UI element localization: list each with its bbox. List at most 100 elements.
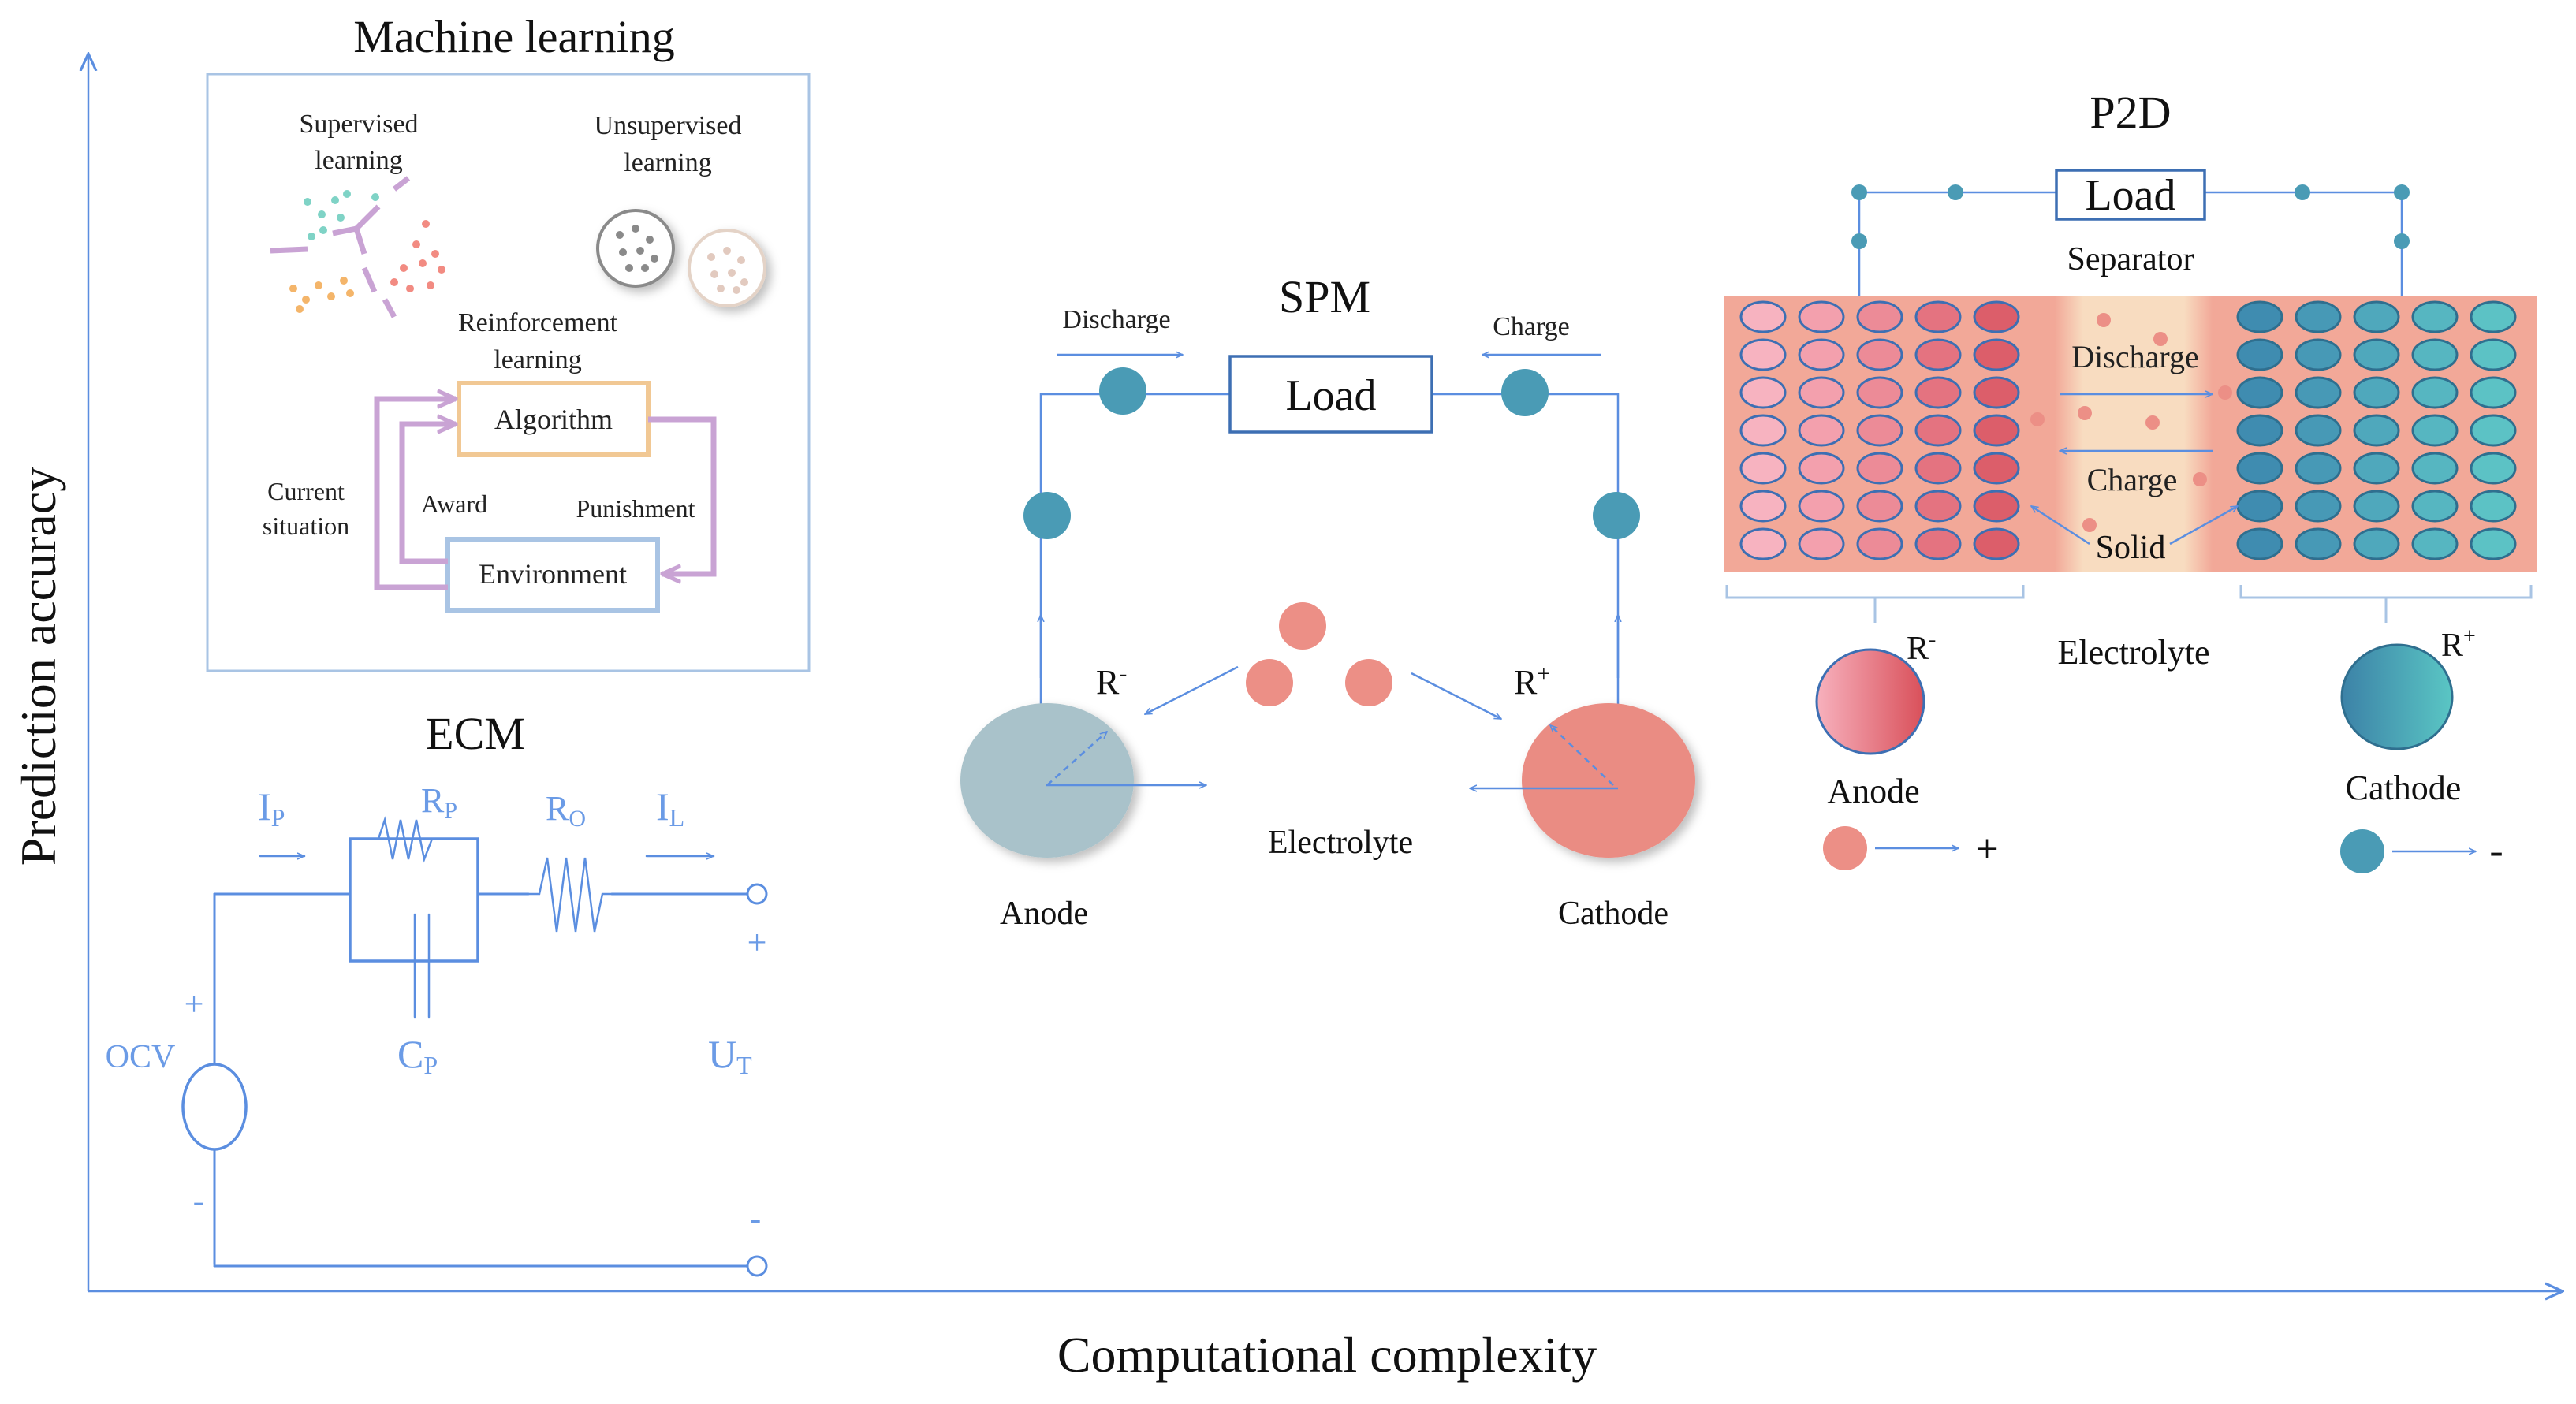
p2d-anode-grid-particle: [1739, 527, 1787, 560]
p2d-r-plus-label: R+: [2441, 624, 2476, 664]
y-axis-label: Prediction accuracy: [10, 467, 66, 866]
p2d-cathode-grid-particle: [2236, 452, 2283, 485]
spm-cathode-particle: [1522, 703, 1695, 858]
p2d-cathode-grid-particle: [2295, 490, 2342, 523]
p2d-cathode-grid-particle: [2470, 452, 2517, 485]
p2d-cathode-grid-particle: [2470, 338, 2517, 371]
p2d-r-minus-label: R-: [1907, 628, 1936, 667]
spm-anode-radius: [1046, 732, 1107, 786]
p2d-cathode-particles: [2236, 300, 2517, 560]
p2d-cathode-grid-particle: [2236, 490, 2283, 523]
reinforcement-label-2: learning: [494, 345, 581, 374]
p2d-cathode-grid-particle: [2236, 527, 2283, 560]
p2d-title: P2D: [2090, 87, 2171, 138]
award-arrow: [399, 424, 456, 564]
p2d-cathode-grid-particle: [2295, 452, 2342, 485]
ocv-source: [181, 1063, 248, 1151]
p2d-anode-bracket: [1725, 585, 2025, 623]
spm-cathode-radius: [1550, 725, 1614, 786]
supervised-label-1: Supervised: [299, 110, 418, 139]
p2d-cathode-grid-particle: [2295, 414, 2342, 447]
p2d-anode-grid-particle: [1914, 300, 1962, 333]
p2d-anode-grid-particle: [1914, 527, 1962, 560]
p2d-cathode-grid-particle: [2295, 300, 2342, 333]
p2d-cathode-grid-particle: [2236, 414, 2283, 447]
p2d-anode-grid-particle: [1798, 300, 1845, 333]
p2d-cathode-grid-particle: [2411, 527, 2459, 560]
p2d-cathode-grid-particle: [2295, 527, 2342, 560]
spm-ion-arrow-right: [1411, 672, 1501, 721]
p2d-anode-grid-particle: [1973, 376, 2020, 409]
p2d-anode-grid-particle: [1856, 490, 1903, 523]
current-situation-arrow: [374, 399, 456, 590]
p2d-cathode-particle: [2340, 643, 2454, 750]
ro-label: RO: [546, 789, 586, 832]
p2d-anode-grid-particle: [1798, 452, 1845, 485]
p2d-anode-grid-particle: [1798, 527, 1845, 560]
p2d-solid-label: Solid: [2096, 530, 2166, 566]
p2d-cathode-grid-particle: [2236, 338, 2283, 371]
p2d-anode-grid-particle: [1739, 452, 1787, 485]
spm-cathode-label: Cathode: [1558, 896, 1668, 932]
spm-r-minus-label: R-: [1096, 661, 1127, 702]
p2d-cathode-bracket: [2239, 585, 2533, 623]
p2d-anode-grid-particle: [1798, 338, 1845, 371]
p2d-anode-grid-particle: [1798, 490, 1845, 523]
p2d-cathode-grid-particle: [2353, 376, 2400, 409]
p2d-cathode-grid-particle: [2295, 338, 2342, 371]
p2d-cathode-grid-particle: [2411, 414, 2459, 447]
p2d-cathode-minus: -: [2489, 829, 2503, 873]
p2d-circuit-nodes: [1851, 184, 2410, 249]
ecm-title: ECM: [426, 708, 525, 759]
spm-r-plus-label: R+: [1514, 661, 1550, 702]
spm-discharge-label: Discharge: [1062, 305, 1170, 334]
ocv-plus: +: [185, 985, 204, 1023]
supervised-scatter-icon: [270, 176, 445, 318]
p2d-anode-grid-particle: [1973, 338, 2020, 371]
il-label: IL: [656, 784, 684, 832]
spm-anode-particle: [960, 703, 1134, 858]
machine-learning-panel: Machine learning Supervised learning Uns…: [206, 11, 811, 672]
p2d-anode-grid-particle: [1914, 452, 1962, 485]
rp-resistor: [369, 816, 443, 863]
p2d-cathode-grid-particle: [2470, 300, 2517, 333]
p2d-anode-grid-particle: [1973, 300, 2020, 333]
ut-plus: +: [747, 923, 767, 962]
p2d-load-box: [2055, 169, 2206, 221]
spm-electron-icons: [1023, 367, 1640, 539]
unsupervised-label-2: learning: [624, 148, 711, 177]
p2d-anode-grid-particle: [1914, 376, 1962, 409]
spm-electrolyte-ions: [1246, 602, 1392, 706]
p2d-cathode-grid-particle: [2411, 376, 2459, 409]
p2d-cathode-grid-particle: [2353, 300, 2400, 333]
spm-anode-label: Anode: [1000, 896, 1088, 932]
p2d-anode-grid-particle: [1798, 376, 1845, 409]
p2d-anode-grid-particle: [1856, 452, 1903, 485]
ip-label: IP: [258, 784, 285, 832]
ocv-minus: -: [193, 1182, 205, 1220]
p2d-anode-grid-particle: [1914, 490, 1962, 523]
p2d-solid-arrow-right: [2169, 505, 2238, 546]
spm-electrolyte-label: Electrolyte: [1268, 825, 1413, 861]
p2d-discharge-label: Discharge: [2071, 339, 2198, 374]
p2d-cathode-grid-particle: [2470, 414, 2517, 447]
p2d-cathode-grid-particle: [2470, 490, 2517, 523]
p2d-separator-label: Separator: [2067, 241, 2194, 277]
p2d-electrolyte-label: Electrolyte: [2057, 633, 2209, 672]
x-axis-label: Computational complexity: [1057, 1327, 1597, 1383]
ecm-panel: ECM OCV + - + - IP RP RO IL CP UT: [106, 708, 768, 1277]
p2d-cathode-grid-particle: [2236, 300, 2283, 333]
punishment-label: Punishment: [576, 494, 695, 523]
p2d-anode-label: Anode: [1827, 772, 1919, 810]
p2d-cathode-grid-particle: [2295, 376, 2342, 409]
environment-label: Environment: [479, 558, 627, 590]
unsupervised-cluster-icon: [596, 209, 766, 307]
p2d-cathode-grid-particle: [2353, 338, 2400, 371]
p2d-anode-grid-particle: [1973, 490, 2020, 523]
p2d-anode-plus: +: [1975, 827, 1998, 872]
ro-resistor: [527, 857, 613, 933]
p2d-cathode-grid-particle: [2470, 376, 2517, 409]
p2d-anode-grid-particle: [1856, 300, 1903, 333]
award-label: Award: [421, 490, 487, 518]
